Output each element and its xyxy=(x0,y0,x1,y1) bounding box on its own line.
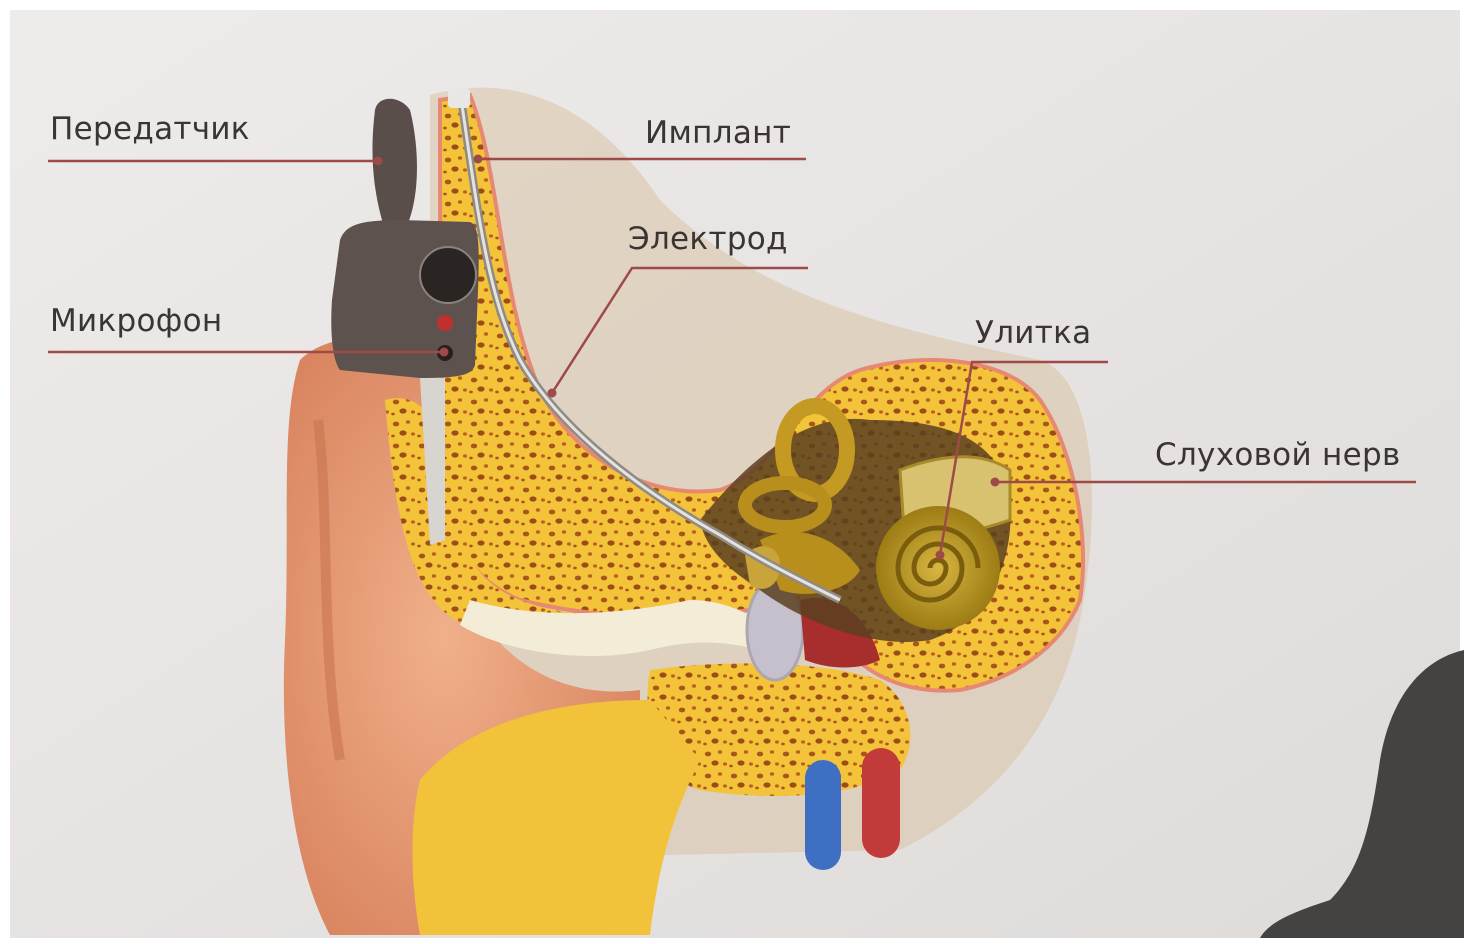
leader-dot-implant xyxy=(474,155,483,164)
leader-dot-microphone xyxy=(440,348,449,357)
label-implant: Имплант xyxy=(645,118,791,149)
leader-dot-transmitter xyxy=(374,157,383,166)
label-electrode: Электрод xyxy=(628,224,788,255)
implant-head xyxy=(448,88,470,108)
leader-dot-cochlea xyxy=(936,551,945,560)
label-auditory-nerve: Слуховой нерв xyxy=(1155,440,1401,471)
vein xyxy=(805,760,841,870)
cochlea xyxy=(876,506,1000,630)
leader-dot-electrode xyxy=(548,389,557,398)
label-microphone: Микрофон xyxy=(50,306,222,337)
processor-vent xyxy=(420,247,476,303)
leader-dot-auditory-nerve xyxy=(991,478,1000,487)
label-transmitter: Передатчик xyxy=(50,114,250,145)
artery xyxy=(862,748,900,858)
indicator-light xyxy=(437,315,453,331)
label-cochlea: Улитка xyxy=(975,318,1091,349)
